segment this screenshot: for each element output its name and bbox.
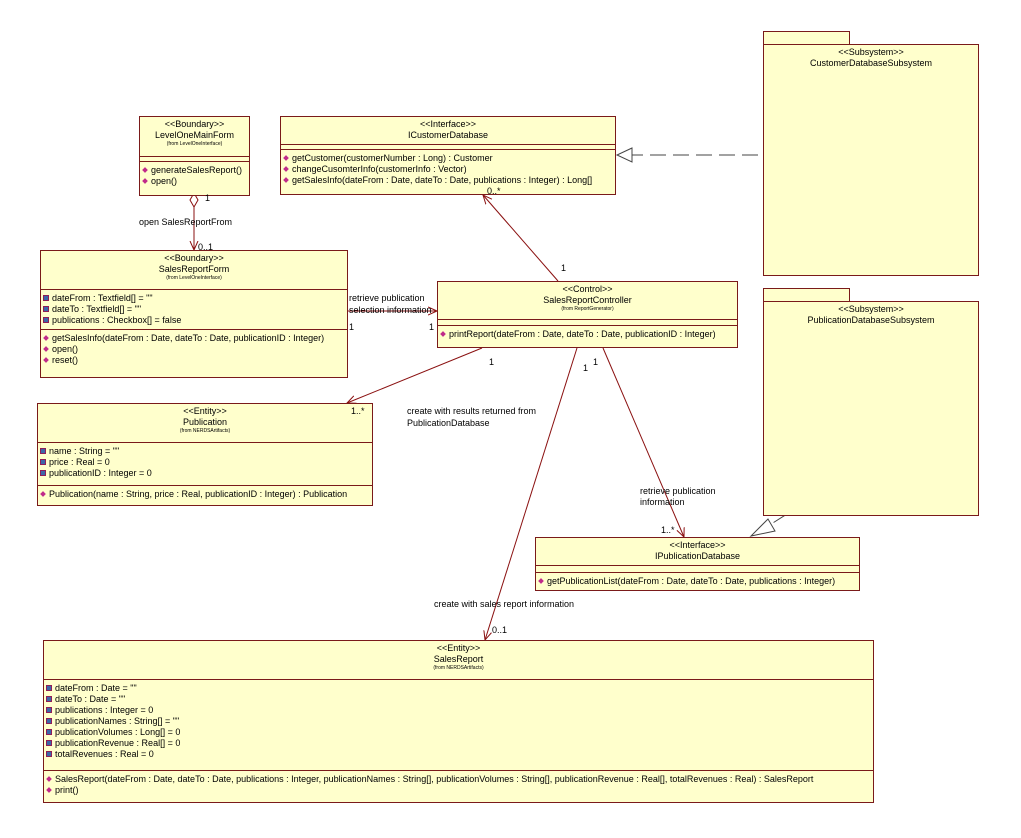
attribute: dateTo : Textfield[] = "" <box>43 304 345 315</box>
mult-levelone: 1 <box>205 193 211 203</box>
operation: open() <box>43 344 345 355</box>
class-name: LevelOneMainForm <box>154 130 235 140</box>
attribute: publicationNames : String[] = "" <box>46 716 871 727</box>
label-retrieve-info-2: information <box>640 497 685 507</box>
attribute: name : String = "" <box>40 446 370 457</box>
attribute: publicationID : Integer = 0 <box>40 468 370 479</box>
label-retrieve-info-1: retrieve publication <box>640 486 716 496</box>
label-create-results-2: PublicationDatabase <box>407 418 490 428</box>
attribute: dateFrom : Textfield[] = "" <box>43 293 345 304</box>
class-name: IPublicationDatabase <box>654 551 741 561</box>
class-stereotype: <<Boundary>> <box>164 253 224 263</box>
label-retrieve-selection-1: retrieve publication <box>349 293 425 303</box>
class-from: (from LevelOneInterface) <box>166 275 222 281</box>
attribute: publicationVolumes : Long[] = 0 <box>46 727 871 738</box>
class-publication[interactable]: <<Entity>> Publication (from NERDSArtifa… <box>37 403 373 506</box>
mult-publication: 1..* <box>351 406 365 416</box>
operation: changeCusomterInfo(customerInfo : Vector… <box>283 164 613 175</box>
mult-salesreport: 0..1 <box>492 625 508 635</box>
label-open-salesreport: open SalesReportFrom <box>139 217 233 227</box>
operation: generateSalesReport() <box>142 165 247 176</box>
operation: SalesReport(dateFrom : Date, dateTo : Da… <box>46 774 871 785</box>
class-name: Publication <box>182 417 228 427</box>
operation: getPublicationList(dateFrom : Date, date… <box>538 576 857 587</box>
attribute: publications : Integer = 0 <box>46 705 871 716</box>
mult-controller-bottom-left: 1 <box>489 357 495 367</box>
class-name: SalesReportController <box>543 295 632 305</box>
operation: print() <box>46 785 871 796</box>
attribute: dateTo : Date = "" <box>46 694 871 705</box>
mult-controller-left: 1 <box>429 322 435 332</box>
operation: getCustomer(customerNumber : Long) : Cus… <box>283 153 613 164</box>
class-name: SalesReport <box>433 654 484 664</box>
mult-controller-top: 1 <box>561 263 567 273</box>
assoc-controller-ipublication <box>602 347 684 537</box>
publication-subsystem-tab <box>763 288 850 302</box>
aggregation-levelone-salesform <box>189 191 199 250</box>
operation: getSalesInfo(dateFrom : Date, dateTo : D… <box>283 175 613 186</box>
assoc-controller-icustomer <box>483 195 559 282</box>
operation: open() <box>142 176 247 187</box>
class-stereotype: <<Interface>> <box>669 540 726 550</box>
interface-ipublicationdatabase[interactable]: <<Interface>> IPublicationDatabase getPu… <box>535 537 860 591</box>
assoc-controller-publication <box>347 347 483 403</box>
mult-controller-bottom-mid: 1 <box>583 363 589 373</box>
label-retrieve-selection-2: selection information <box>349 305 432 315</box>
attribute: publications : Checkbox[] = false <box>43 315 345 326</box>
customer-subsystem-stereotype: <<Subsystem>> <box>838 47 904 57</box>
customer-subsystem-tab <box>763 31 850 45</box>
publication-subsystem-stereotype: <<Subsystem>> <box>838 304 904 314</box>
customer-subsystem-name: CustomerDatabaseSubsystem <box>809 58 933 68</box>
class-salesreportcontroller[interactable]: <<Control>> SalesReportController (from … <box>437 281 738 348</box>
class-stereotype: <<Boundary>> <box>164 119 225 129</box>
publication-subsystem-name: PublicationDatabaseSubsystem <box>807 315 935 325</box>
realization-customer <box>615 147 781 163</box>
customer-subsystem[interactable]: <<Subsystem>> CustomerDatabaseSubsystem <box>763 44 979 276</box>
mult-ipublication: 1..* <box>661 525 675 535</box>
attribute: publicationRevenue : Real[] = 0 <box>46 738 871 749</box>
class-levelonemainform[interactable]: <<Boundary>> LevelOneMainForm (from Leve… <box>139 116 250 196</box>
mult-controller-bottom-right: 1 <box>593 357 599 367</box>
class-salesreportform[interactable]: <<Boundary>> SalesReportForm (from Level… <box>40 250 348 378</box>
interface-icustomerdatabase[interactable]: <<Interface>> ICustomerDatabase getCusto… <box>280 116 616 195</box>
mult-salesform-right: 1 <box>349 322 355 332</box>
class-from: (from NERDSArtifacts) <box>179 428 231 434</box>
class-stereotype: <<Interface>> <box>419 119 477 129</box>
operation: getSalesInfo(dateFrom : Date, dateTo : D… <box>43 333 345 344</box>
class-from: (from ReportGenerator) <box>561 306 614 312</box>
class-salesreport[interactable]: <<Entity>> SalesReport (from NERDSArtifa… <box>43 640 874 803</box>
assoc-controller-salesreport <box>485 347 578 640</box>
class-from: (from NERDSArtifacts) <box>433 665 484 671</box>
class-name: SalesReportForm <box>158 264 230 274</box>
operation: printReport(dateFrom : Date, dateTo : Da… <box>440 329 735 340</box>
attribute: price : Real = 0 <box>40 457 370 468</box>
publication-subsystem[interactable]: <<Subsystem>> PublicationDatabaseSubsyst… <box>763 301 979 516</box>
class-stereotype: <<Control>> <box>562 284 613 294</box>
attribute: totalRevenues : Real = 0 <box>46 749 871 760</box>
operation: reset() <box>43 355 345 366</box>
operation: Publication(name : String, price : Real,… <box>40 489 370 500</box>
class-name: ICustomerDatabase <box>407 130 489 140</box>
label-create-results-1: create with results returned from <box>407 406 537 416</box>
label-create-sales: create with sales report information <box>434 599 575 609</box>
class-stereotype: <<Entity>> <box>436 643 481 653</box>
attribute: dateFrom : Date = "" <box>46 683 871 694</box>
mult-icustomer: 0..* <box>487 186 501 196</box>
class-stereotype: <<Entity>> <box>183 406 227 416</box>
class-from: (from LevelOneInterface) <box>166 141 223 147</box>
mult-salesform-top: 0..1 <box>198 242 214 252</box>
